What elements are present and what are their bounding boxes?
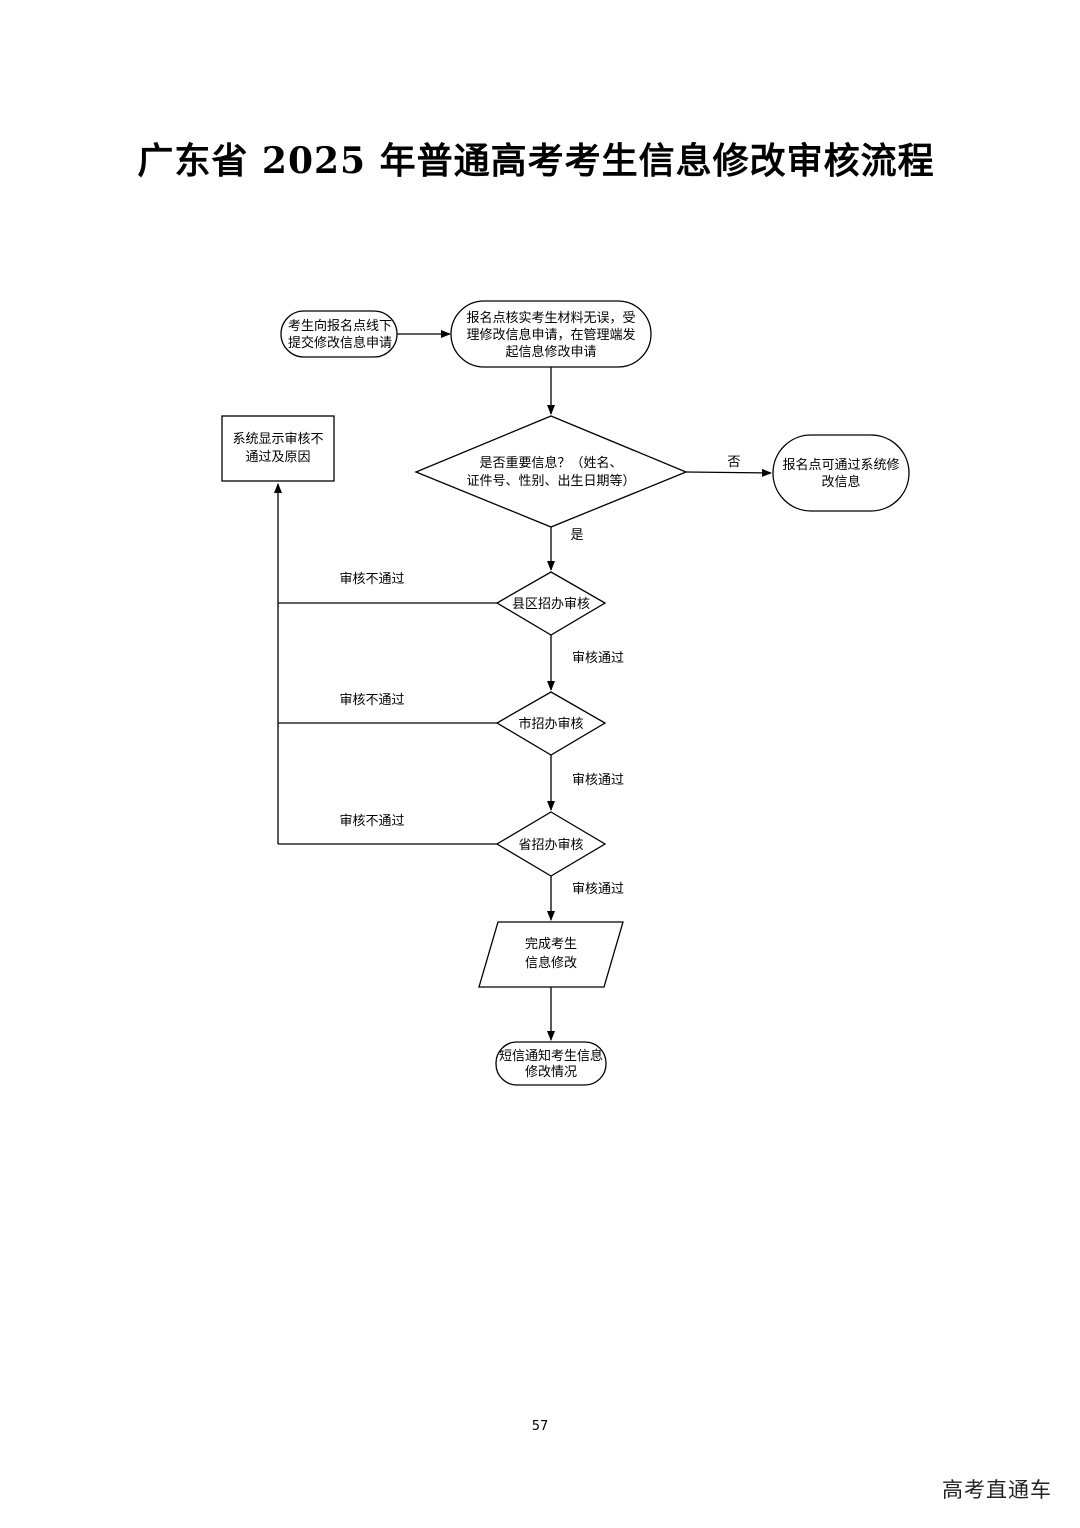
watermark: 高考直通车 [942, 1478, 1052, 1502]
node-modify-line2: 改信息 [821, 474, 860, 490]
node-county-review: 县区招办审核 [495, 571, 607, 636]
edge-label-no: 否 [727, 455, 740, 470]
edge-label-province-passed: 审核通过 [572, 882, 624, 897]
node-verify-line1: 报名点核实考生材料无误，受 [466, 310, 635, 326]
edge-label-yes: 是 [570, 528, 583, 543]
edge-label-city-passed: 审核通过 [572, 773, 624, 788]
edge-labels: 否 是 审核不通过 审核不通过 审核不通过 审核通过 审核通过 审核通过 [339, 455, 740, 897]
node-modify-via-system: 报名点可通过系统修 改信息 [772, 434, 910, 512]
edge-label-county-failed: 审核不通过 [339, 572, 404, 587]
page-number: 57 [531, 1419, 549, 1434]
node-sms-notify: 短信通知考生信息 修改情况 [495, 1041, 607, 1086]
node-complete-line1: 完成考生 [525, 937, 577, 952]
node-verify-line2: 理修改信息申请，在管理端发 [466, 327, 635, 343]
node-province-review-label: 省招办审核 [518, 838, 583, 853]
node-sms-line1: 短信通知考生信息 [499, 1048, 603, 1064]
node-county-review-label: 县区招办审核 [512, 597, 590, 612]
edge-decision-no [685, 468, 772, 477]
node-submit-request-line1: 考生向报名点线下 [288, 318, 392, 334]
node-submit-request-line2: 提交修改信息申请 [288, 335, 392, 351]
connectors [274, 330, 772, 1041]
node-complete-modification: 完成考生 信息修改 [478, 921, 624, 988]
node-decision-line2: 证件号、性别、出生日期等） [466, 473, 635, 489]
node-modify-line1: 报名点可通过系统修 [782, 457, 899, 473]
edge-label-county-passed: 审核通过 [572, 651, 624, 666]
node-sms-line2: 修改情况 [525, 1065, 577, 1080]
node-province-review: 省招办审核 [495, 811, 607, 877]
node-verify-line3: 起信息修改申请 [505, 344, 596, 360]
node-important-info-decision: 是否重要信息？（姓名、 证件号、性别、出生日期等） [414, 415, 688, 528]
node-rejection-line2: 通过及原因 [245, 450, 310, 465]
node-registration-point-verify: 报名点核实考生材料无误，受 理修改信息申请，在管理端发 起信息修改申请 [450, 300, 652, 368]
edge-label-province-failed: 审核不通过 [339, 814, 404, 829]
node-submit-request: 考生向报名点线下 提交修改信息申请 [280, 310, 398, 358]
node-rejection-line1: 系统显示审核不 [232, 432, 323, 447]
node-city-review: 市招办审核 [495, 691, 607, 756]
page-title: 广东省 2025 年普通高考考生信息修改审核流程 [137, 140, 935, 182]
node-show-rejection-reason: 系统显示审核不 通过及原因 [221, 415, 335, 482]
node-city-review-label: 市招办审核 [518, 716, 583, 732]
edge-label-city-failed: 审核不通过 [339, 693, 404, 708]
node-decision-line1: 是否重要信息？（姓名、 [479, 455, 622, 471]
node-complete-line2: 信息修改 [525, 955, 577, 971]
